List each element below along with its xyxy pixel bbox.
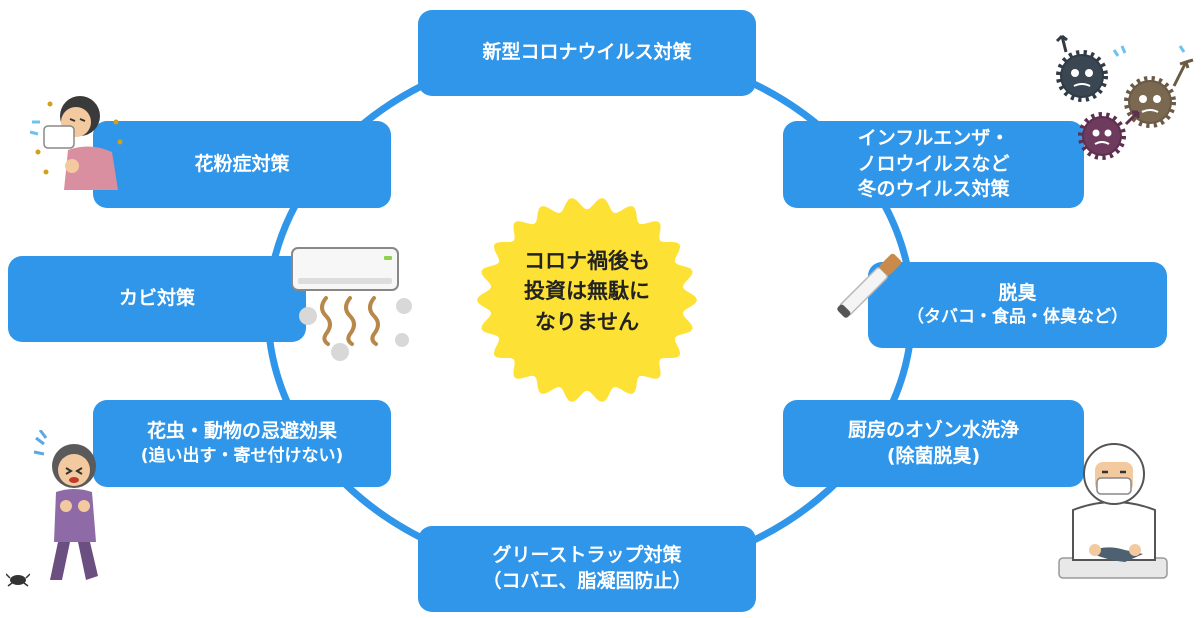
deodor-label: 脱臭 [998,281,1037,304]
kitchen-label: 厨房のオゾン水洗浄 [847,418,1019,441]
cockroach-icon [6,573,30,587]
flu-label-2: ノロウイルスなど [857,152,1010,175]
center-message: コロナ禍後も 投資は無駄に なりません [492,246,682,337]
pollen-box: 花粉症対策 [93,121,391,208]
deodor-box: 脱臭 （タバコ・食品・体臭など） [868,262,1167,348]
insect-label: 花虫・動物の忌避効果 [146,420,337,443]
mold-swirls-icon [320,296,380,346]
kitchen-sub-label: (除菌脱臭) [886,444,981,467]
center-line-2: 投資は無駄に [524,279,650,304]
center-burst-shape [477,198,697,402]
virus-group-icon [1055,34,1194,160]
deodor-sub-label: （タバコ・食品・体臭など） [907,307,1128,328]
insect-sub-label: (追い出す・寄せ付けない) [140,445,344,466]
mold-label: カビ対策 [118,287,195,310]
center-line-3: なりません [534,309,640,334]
grease-sub-label: （コバエ、脂凝固防止） [482,570,692,592]
cigarette-icon [837,253,902,318]
pollen-label: 花粉症対策 [194,152,290,175]
flu-label-3: 冬のウイルス対策 [857,178,1010,201]
corona-box: 新型コロナウイルス対策 [418,10,756,96]
kitchen-box: 厨房のオゾン水洗浄 (除菌脱臭) [783,400,1084,487]
insect-box: 花虫・動物の忌避効果 (追い出す・寄せ付けない) [93,400,391,487]
virus-dark-icon [1055,34,1108,102]
scared-woman-icon [33,430,98,580]
grease-label: グリーストラップ対策 [492,544,682,567]
sneezing-woman-icon [29,96,123,190]
chef-icon [1058,443,1168,579]
corona-label: 新型コロナウイルス対策 [482,41,692,64]
mold-box: カビ対策 [8,256,306,342]
flu-label-1: インフルエンザ・ [857,127,1010,150]
grease-box: グリーストラップ対策 （コバエ、脂凝固防止） [418,526,756,612]
air-conditioner-icon [291,247,412,361]
center-line-1: コロナ禍後も [524,249,650,273]
virus-purple-icon [1078,110,1140,160]
flu-box: インフルエンザ・ ノロウイルスなど 冬のウイルス対策 [783,121,1084,208]
